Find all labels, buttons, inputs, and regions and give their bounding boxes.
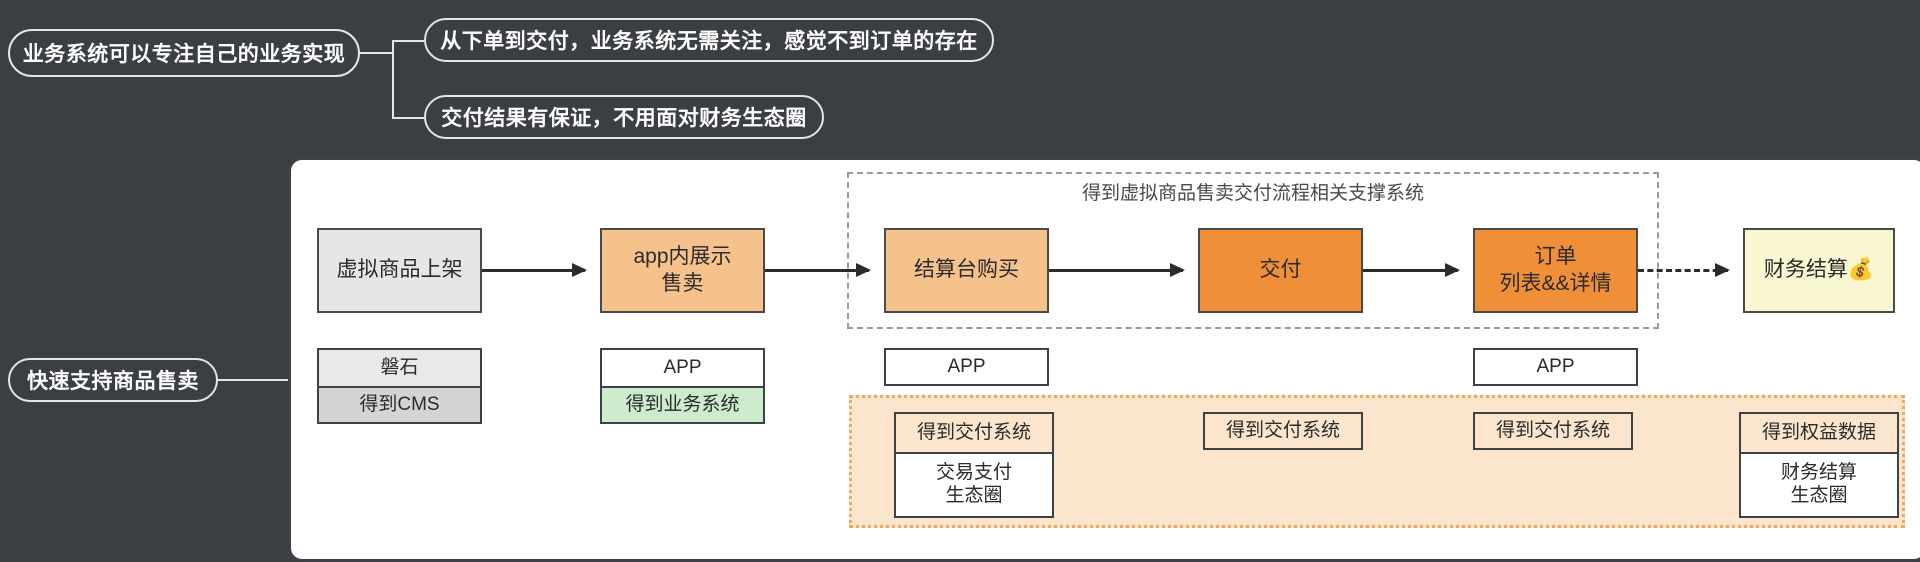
- flow-node-settlement[interactable]: 财务结算💰: [1743, 228, 1895, 313]
- mindmap-branch-biz-focus[interactable]: 业务系统可以专注自己的业务实现: [8, 29, 360, 77]
- arrow-checkout-to-delivery: [1049, 263, 1185, 277]
- support-stack-checkout-app[interactable]: APP: [884, 348, 1049, 386]
- support-stack-order-list-app[interactable]: APP: [1473, 348, 1638, 386]
- flow-node-app-display[interactable]: app内展示 售卖: [600, 228, 765, 313]
- support-cell-label: 磐石: [319, 350, 480, 386]
- support-cell-label: 财务结算 生态圈: [1741, 452, 1897, 516]
- mindmap-note-delivery-guarantee[interactable]: 交付结果有保证，不用面对财务生态圈: [424, 95, 824, 139]
- arrow-order-list-to-settlement: [1638, 263, 1730, 277]
- connector-fork-vertical: [392, 40, 394, 117]
- arrow-listing-to-app-display: [482, 263, 587, 277]
- support-stack-order-list-systems[interactable]: 得到交付系统: [1473, 412, 1633, 450]
- connector-fast-to-panel: [218, 379, 290, 381]
- mindmap-branch-fast-sell[interactable]: 快速支持商品售卖: [8, 358, 218, 402]
- arrow-delivery-to-order-list: [1363, 263, 1460, 277]
- support-stack-listing[interactable]: 磐石 得到CMS: [317, 348, 482, 424]
- support-cell-label: APP: [1475, 350, 1636, 384]
- flow-node-delivery[interactable]: 交付: [1198, 228, 1363, 313]
- connector-fork-to-note1: [392, 40, 424, 42]
- connector-fork-to-note2: [392, 117, 424, 119]
- support-stack-settlement-systems[interactable]: 得到权益数据 财务结算 生态圈: [1739, 412, 1899, 518]
- support-stack-delivery-systems[interactable]: 得到交付系统: [1203, 412, 1363, 450]
- flow-node-listing[interactable]: 虚拟商品上架: [317, 228, 482, 313]
- mindmap-note-order-to-delivery[interactable]: 从下单到交付，业务系统无需关注，感觉不到订单的存在: [424, 18, 994, 62]
- dashed-group-title: 得到虚拟商品售卖交付流程相关支撑系统: [1081, 183, 1424, 204]
- support-cell-label: 得到交付系统: [1475, 414, 1631, 448]
- dashed-group-support-systems: [847, 172, 1659, 329]
- support-cell-label: 交易支付 生态圈: [896, 452, 1052, 516]
- flow-node-order-list[interactable]: 订单 列表&&详情: [1473, 228, 1638, 313]
- arrow-app-display-to-checkout: [765, 263, 871, 277]
- support-cell-label: APP: [886, 350, 1047, 384]
- support-cell-label: APP: [602, 350, 763, 386]
- support-stack-app-display[interactable]: APP 得到业务系统: [600, 348, 765, 424]
- support-cell-label: 得到业务系统: [602, 385, 763, 422]
- support-cell-label: 得到CMS: [319, 385, 480, 422]
- support-cell-label: 得到权益数据: [1741, 414, 1897, 452]
- support-cell-label: 得到交付系统: [896, 414, 1052, 452]
- support-cell-label: 得到交付系统: [1205, 414, 1361, 448]
- flow-node-checkout[interactable]: 结算台购买: [884, 228, 1049, 313]
- connector-biz-to-fork: [360, 52, 392, 54]
- support-stack-checkout-systems[interactable]: 得到交付系统 交易支付 生态圈: [894, 412, 1054, 518]
